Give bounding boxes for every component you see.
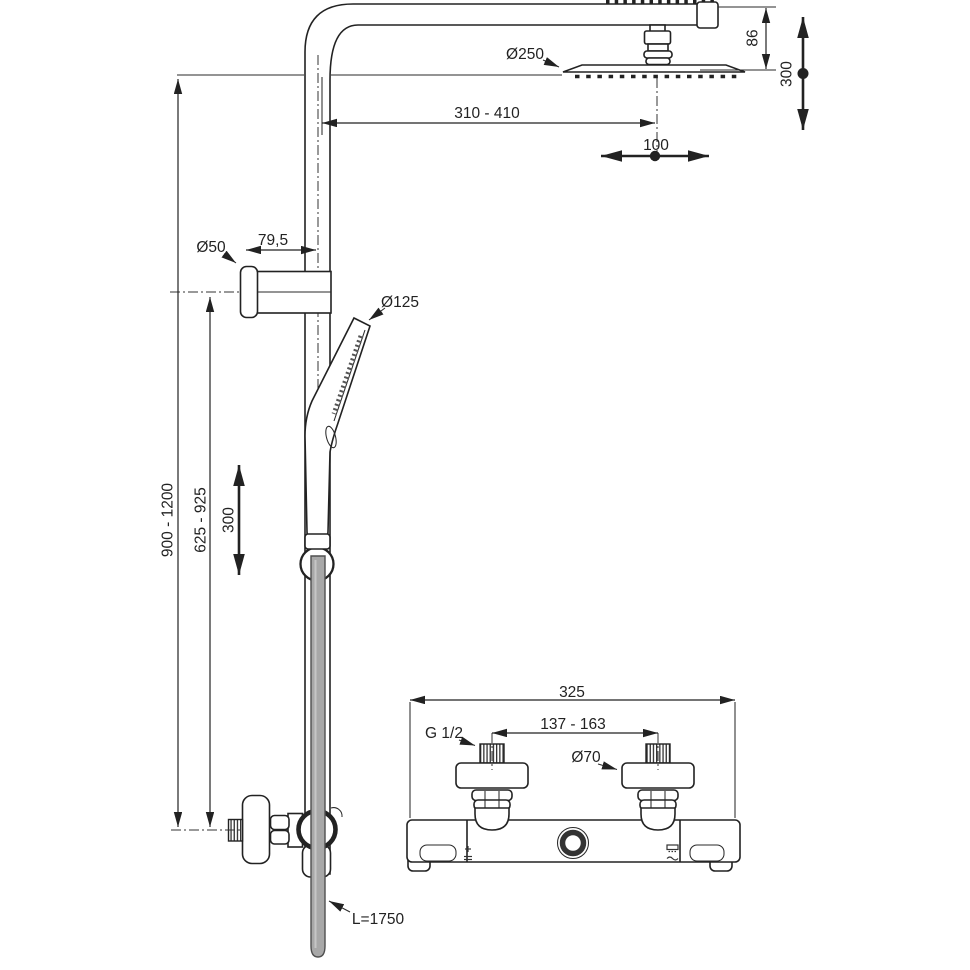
temperature-icon bbox=[666, 844, 679, 861]
label-head-diameter: Ø250 bbox=[506, 46, 544, 63]
head-connector-ring-upper bbox=[643, 50, 673, 59]
label-thread-size-leader bbox=[458, 736, 476, 746]
handset-hose-nut bbox=[304, 533, 331, 550]
hose-body bbox=[310, 555, 326, 958]
label-thread-size: G 1/2 bbox=[425, 725, 463, 742]
dim-handset-height: 625 - 925 bbox=[193, 487, 210, 553]
left-handle-grip bbox=[419, 844, 457, 862]
head-connector-block bbox=[643, 30, 672, 45]
mixer-valve bbox=[406, 743, 741, 872]
wall-bracket bbox=[239, 265, 332, 319]
right-handle-grip bbox=[689, 844, 725, 862]
handset-face-end-detail bbox=[325, 425, 337, 449]
head-connector-collar bbox=[647, 43, 669, 52]
bracket-wall-cap bbox=[239, 265, 259, 319]
arm-end-cap bbox=[696, 1, 719, 29]
label-hose-length-leader bbox=[328, 900, 351, 913]
dim-inlet-spacing: 137 - 163 bbox=[540, 716, 606, 733]
dim-head-offset: 100 bbox=[643, 137, 669, 154]
handset-spray-nozzles bbox=[331, 335, 364, 415]
right-inlet-elbow bbox=[640, 807, 676, 831]
right-escutcheon bbox=[621, 762, 695, 789]
dim-bracket-depth: 79,5 bbox=[258, 232, 288, 249]
label-escutcheon-diameter: Ø70 bbox=[571, 749, 601, 766]
dim-arm-drop: 86 bbox=[745, 29, 762, 46]
hex-nut-upper bbox=[269, 814, 290, 831]
shower-rail bbox=[304, 0, 719, 875]
bottom-inlet-assembly bbox=[227, 794, 343, 878]
dim-head-clearance-dot bbox=[797, 68, 809, 79]
label-escutcheon-diameter-leader bbox=[597, 761, 618, 771]
shower-hose bbox=[310, 555, 326, 958]
dim-arm-reach: 310 - 410 bbox=[454, 105, 520, 122]
left-inlet-elbow bbox=[474, 807, 510, 831]
flow-plus-minus-icon bbox=[464, 846, 472, 861]
overhead-shower bbox=[562, 24, 746, 79]
label-bracket-diameter: Ø50 bbox=[196, 239, 226, 256]
clamp-tab bbox=[330, 807, 343, 818]
wall-flange bbox=[241, 794, 271, 865]
head-connector-ring-lower bbox=[645, 57, 671, 66]
hex-nut-lower bbox=[269, 829, 290, 845]
dim-slider-travel: 300 bbox=[221, 507, 238, 533]
label-hose-length: L=1750 bbox=[352, 911, 405, 928]
right-nut-upper bbox=[637, 789, 679, 802]
left-nut-upper bbox=[471, 789, 513, 802]
label-bracket-diameter-leader bbox=[221, 250, 237, 264]
dim-valve-width: 325 bbox=[559, 684, 585, 701]
left-escutcheon bbox=[455, 762, 529, 789]
dim-head-offset-dot bbox=[649, 150, 661, 162]
dim-rail-height: 900 - 1200 bbox=[160, 483, 177, 557]
label-head-diameter-leader bbox=[542, 57, 560, 68]
center-button-ring bbox=[559, 829, 587, 857]
label-handset-diameter-leader bbox=[368, 307, 386, 321]
label-handset-diameter: Ø125 bbox=[381, 294, 419, 311]
center-button-outer bbox=[556, 826, 590, 860]
shower-head-plate bbox=[562, 64, 746, 73]
dim-head-clearance: 300 bbox=[779, 61, 796, 87]
dimensions: 86 300 Ø250 310 - 410 100 Ø50 79,5 Ø125 … bbox=[160, 6, 809, 928]
